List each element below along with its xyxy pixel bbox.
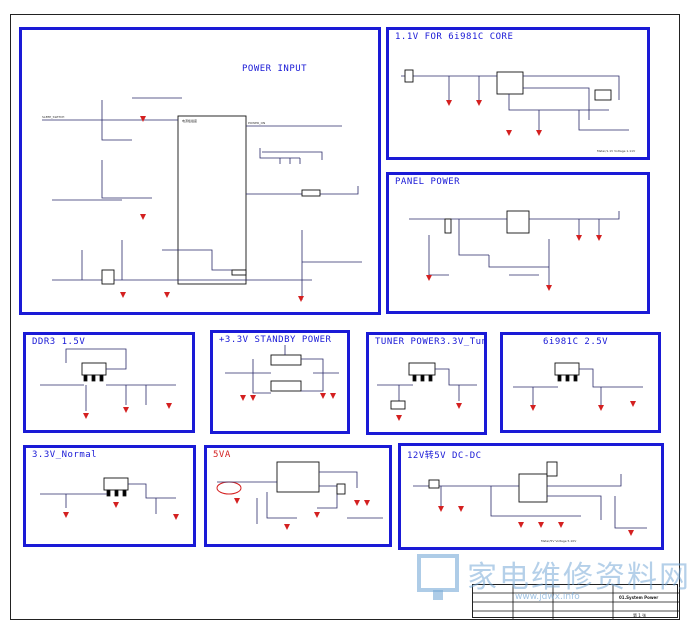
tuner-block: TUNER POWER3.3V_Tun [366,332,487,435]
ddr3-block: DDR3 1.5V [23,332,195,433]
v2-5-circuit [513,362,643,411]
panel-power-circuit [409,210,620,291]
core-1v1-title: 1.1V FOR 6i981C CORE [395,32,514,42]
power-input-title: POWER INPUT [242,64,308,74]
panel-power-block: PANEL POWER [386,172,650,314]
dcdc-block: 12V转5V DC-DC Mstar/5V Voltage 5.10V [398,443,664,550]
5va-block: 5VA [204,445,392,547]
power-input-circuit: 电源板插座 SLEEP_SWITCH POWER_ON [42,97,362,302]
svg-text:Mstar/5V Voltage 5.10V: Mstar/5V Voltage 5.10V [541,539,577,543]
dcdc-circuit: Mstar/5V Voltage 5.10V [413,461,647,543]
v2-5-title: 6i981C 2.5V [543,337,609,347]
power-input-block: POWER INPUT 电源板插座 SLEEP_SWITCH POWER_ON [19,27,381,315]
svg-text:Mstar/1.1V Voltage 1.11V: Mstar/1.1V Voltage 1.11V [597,149,636,153]
normal-3v3-block: 3.3V_Normal [23,445,196,547]
tuner-circuit [377,362,477,421]
tuner-title: TUNER POWER3.3V_Tun [375,337,488,347]
ddr3-title: DDR3 1.5V [32,337,86,347]
svg-text:POWER_ON: POWER_ON [248,121,265,125]
v2-5-block: 6i981C 2.5V [500,332,661,433]
dcdc-title: 12V转5V DC-DC [407,451,482,461]
standby-title: +3.3V STANDBY POWER [219,335,332,345]
page-number: 第 1 张 [633,613,647,618]
svg-text:SLEEP_SWITCH: SLEEP_SWITCH [42,115,64,119]
5va-circuit [216,461,383,530]
sheet-name: 01.System Power [619,595,659,600]
ddr3-circuit [40,348,176,419]
standby-circuit [225,345,339,401]
5va-title: 5VA [213,450,231,460]
normal-3v3-title: 3.3V_Normal [32,450,98,460]
panel-power-title: PANEL POWER [395,177,461,187]
core-1v1-block: 1.1V FOR 6i981C CORE Mstar/1.1V Voltage … [386,27,650,160]
svg-text:电源板插座: 电源板插座 [182,118,197,123]
core-1v1-circuit: Mstar/1.1V Voltage 1.11V [401,69,636,153]
schematic-sheet [10,14,680,620]
normal-3v3-circuit [40,477,179,520]
standby-block: +3.3V STANDBY POWER [210,330,350,434]
title-block: 01.System Power 第 1 张 [472,584,679,619]
